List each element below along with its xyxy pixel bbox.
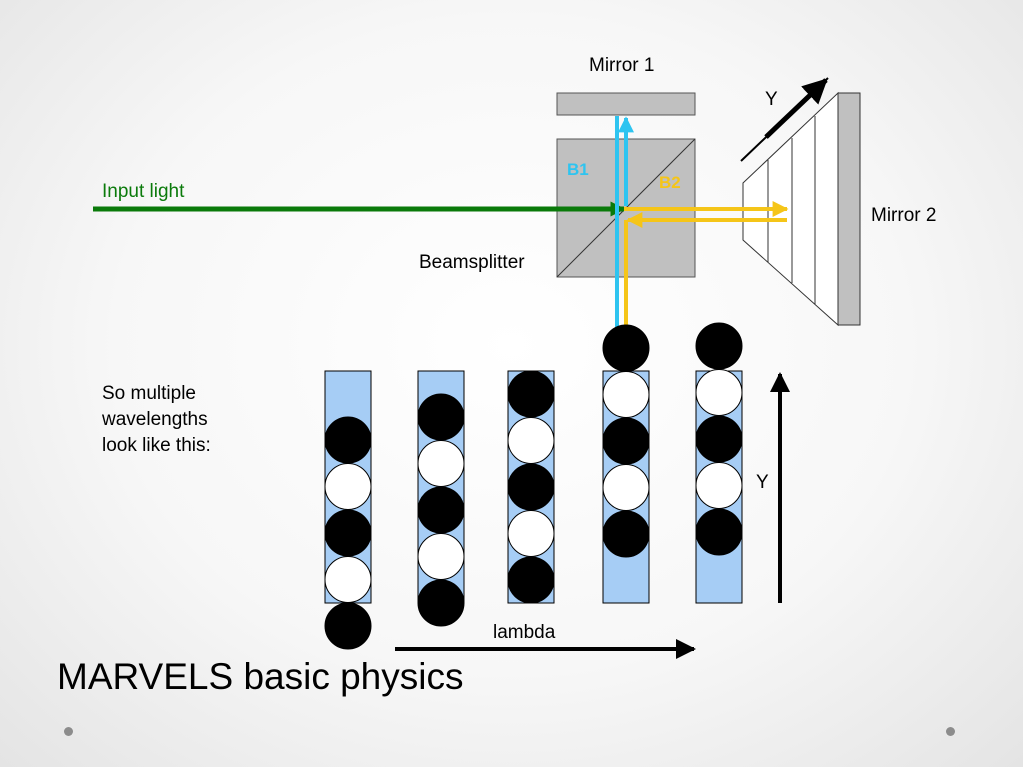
mirror1	[556, 92, 696, 116]
light-fringe	[417, 440, 465, 487]
mirror1-label: Mirror 1	[589, 55, 655, 76]
beamsplitter-label: Beamsplitter	[419, 252, 525, 273]
y-label-top: Y	[765, 89, 778, 110]
light-fringe	[602, 371, 650, 418]
dark-fringe	[602, 324, 650, 372]
input-light-label: Input light	[102, 181, 185, 202]
b1-label: B1	[567, 160, 589, 179]
light-fringe	[695, 369, 743, 416]
light-fringe	[695, 462, 743, 509]
b2-label: B2	[659, 173, 681, 192]
lambda-label: lambda	[493, 622, 556, 643]
dark-fringe	[602, 510, 650, 558]
slide-title: MARVELS basic physics	[57, 656, 464, 697]
light-fringe	[324, 556, 372, 603]
dark-fringe	[417, 579, 465, 627]
dark-fringe	[324, 602, 372, 650]
light-fringe	[324, 463, 372, 510]
wavelength-columns	[324, 322, 743, 650]
dark-fringe	[507, 556, 555, 604]
dark-fringe	[695, 415, 743, 463]
dark-fringe	[695, 322, 743, 370]
caption-text: So multiple wavelengths look like this:	[102, 383, 211, 456]
dark-fringe	[507, 370, 555, 418]
dark-fringe	[324, 509, 372, 557]
dark-fringe	[507, 463, 555, 511]
mirror2-label: Mirror 2	[871, 205, 937, 226]
dark-fringe	[602, 417, 650, 465]
corner-dot-left	[64, 727, 73, 736]
dark-fringe	[324, 416, 372, 464]
light-fringe	[602, 464, 650, 511]
beam-b1	[615, 116, 634, 348]
corner-dot-right	[946, 727, 955, 736]
mirror2	[742, 91, 861, 327]
dark-fringe	[695, 508, 743, 556]
dark-fringe	[417, 486, 465, 534]
light-fringe	[507, 417, 555, 464]
light-fringe	[417, 533, 465, 580]
light-fringe	[507, 510, 555, 557]
y-label-side: Y	[756, 472, 769, 493]
dark-fringe	[417, 393, 465, 441]
